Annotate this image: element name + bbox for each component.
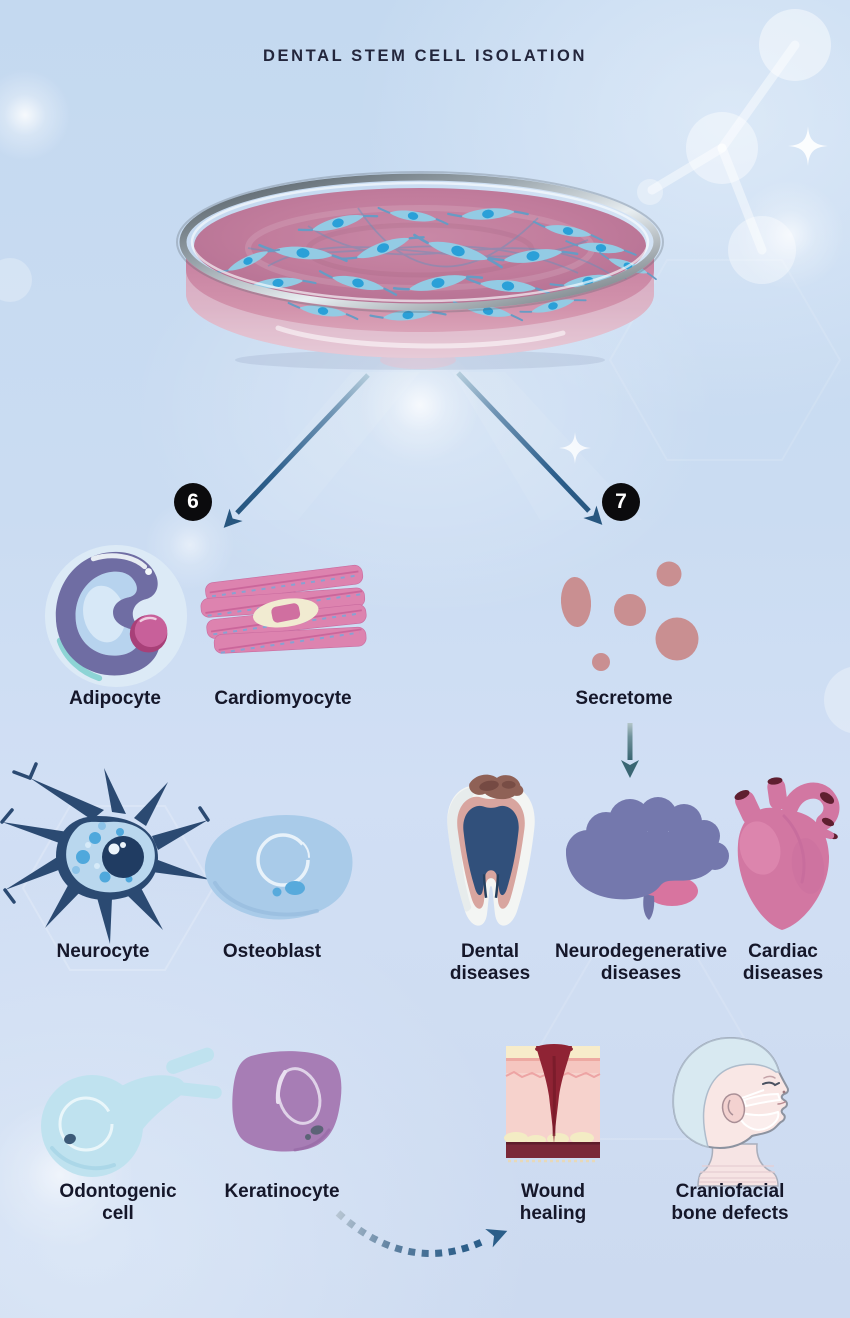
cardiomyocyte-icon — [200, 564, 367, 654]
wound-healing-label: Wound healing — [519, 1181, 587, 1224]
badge-7: 7 — [602, 483, 640, 521]
heart-icon — [734, 777, 840, 930]
keratinocyte-icon — [232, 1051, 342, 1152]
dental-diseases-label: Dental diseases — [449, 941, 531, 984]
cardiomyocyte-label: Cardiomyocyte — [214, 688, 352, 709]
osteoblast-label: Osteoblast — [222, 941, 322, 962]
craniofacial-bone-defects-label: Craniofacial bone defects — [671, 1181, 789, 1224]
craniofacial-icon — [672, 1036, 789, 1187]
brain-icon — [566, 797, 729, 920]
page-title: DENTAL STEM CELL ISOLATION — [263, 47, 587, 65]
neurodegenerative-diseases-label: Neurodegenerative diseases — [554, 941, 728, 984]
odontogenic-cell-label: Odontogenic cell — [59, 1181, 177, 1224]
neurocyte-icon — [0, 762, 212, 944]
petri-dish-icon — [176, 171, 664, 370]
adipocyte-label: Adipocyte — [69, 688, 161, 709]
odontogenic-cell-icon — [41, 1047, 222, 1177]
badge-7-number: 7 — [615, 490, 627, 513]
wound-healing-icon — [504, 1044, 601, 1163]
neurocyte-label: Neurocyte — [56, 941, 150, 962]
badge-6: 6 — [174, 483, 212, 521]
light-beam — [226, 372, 420, 520]
tooth-icon — [447, 774, 535, 926]
cardiac-diseases-label: Cardiac diseases — [742, 941, 824, 984]
osteoblast-icon — [204, 814, 353, 920]
arrow-down-right-icon — [456, 371, 609, 532]
badge-6-number: 6 — [187, 490, 199, 513]
adipocyte-icon — [44, 544, 188, 688]
arrow-down-left-icon — [217, 373, 370, 535]
secretome-icon — [560, 561, 699, 671]
keratinocyte-label: Keratinocyte — [224, 1181, 340, 1202]
arrow-down-icon — [621, 723, 639, 778]
secretome-label: Secretome — [575, 688, 673, 709]
